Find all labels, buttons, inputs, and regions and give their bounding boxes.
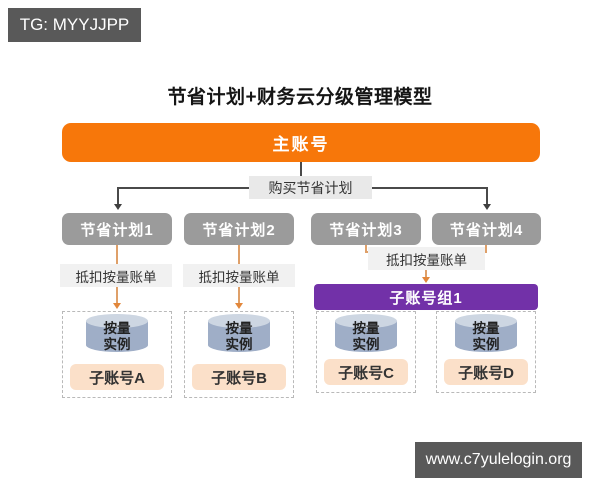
subaccount-container-c: 按量 实例 子账号C [316, 311, 416, 393]
subaccount-container-b: 按量 实例 子账号B [184, 311, 294, 398]
instance-label: 按量 实例 [352, 321, 380, 352]
instance-label: 按量 实例 [472, 321, 500, 352]
subaccount-container-d: 按量 实例 子账号D [436, 311, 536, 393]
connector-line [117, 187, 119, 204]
arrow-down-icon [235, 303, 243, 309]
connector-line [486, 187, 488, 204]
subaccount-box-c: 子账号C [324, 359, 408, 385]
purchase-plan-label: 购买节省计划 [249, 176, 372, 199]
savings-plan-box-3: 节省计划3 [311, 213, 421, 245]
arrow-down-icon [422, 277, 430, 283]
connector-line [116, 245, 118, 265]
deduct-bill-label-3: 抵扣按量账单 [368, 247, 485, 270]
instance-cylinder-icon: 按量 实例 [86, 314, 148, 352]
site-watermark-badge: www.c7yulelogin.org [415, 442, 582, 478]
subaccount-box-a: 子账号A [70, 364, 164, 390]
deduct-bill-label-1: 抵扣按量账单 [60, 264, 172, 287]
connector-line [238, 245, 240, 265]
subaccount-container-a: 按量 实例 子账号A [62, 311, 172, 398]
instance-label: 按量 实例 [103, 321, 131, 352]
instance-cylinder-icon: 按量 实例 [208, 314, 270, 352]
arrow-down-icon [113, 303, 121, 309]
subaccount-group-box: 子账号组1 [314, 284, 538, 310]
subaccount-box-d: 子账号D [444, 359, 528, 385]
connector-line [116, 287, 118, 303]
connector-line [365, 245, 367, 253]
instance-cylinder-icon: 按量 实例 [335, 314, 397, 352]
tg-watermark-badge: TG: MYYJJPP [8, 8, 141, 42]
connector-line [300, 162, 302, 177]
savings-plan-box-2: 节省计划2 [184, 213, 294, 245]
instance-label: 按量 实例 [225, 321, 253, 352]
connector-line [425, 270, 427, 278]
savings-plan-box-1: 节省计划1 [62, 213, 172, 245]
connector-line [485, 245, 487, 253]
connector-line [238, 287, 240, 303]
deduct-bill-label-2: 抵扣按量账单 [183, 264, 295, 287]
subaccount-box-b: 子账号B [192, 364, 286, 390]
savings-plan-box-4: 节省计划4 [432, 213, 541, 245]
arrow-down-icon [483, 204, 491, 210]
main-account-box: 主账号 [62, 123, 540, 162]
instance-cylinder-icon: 按量 实例 [455, 314, 517, 352]
diagram-title: 节省计划+财务云分级管理模型 [167, 87, 433, 108]
arrow-down-icon [114, 204, 122, 210]
